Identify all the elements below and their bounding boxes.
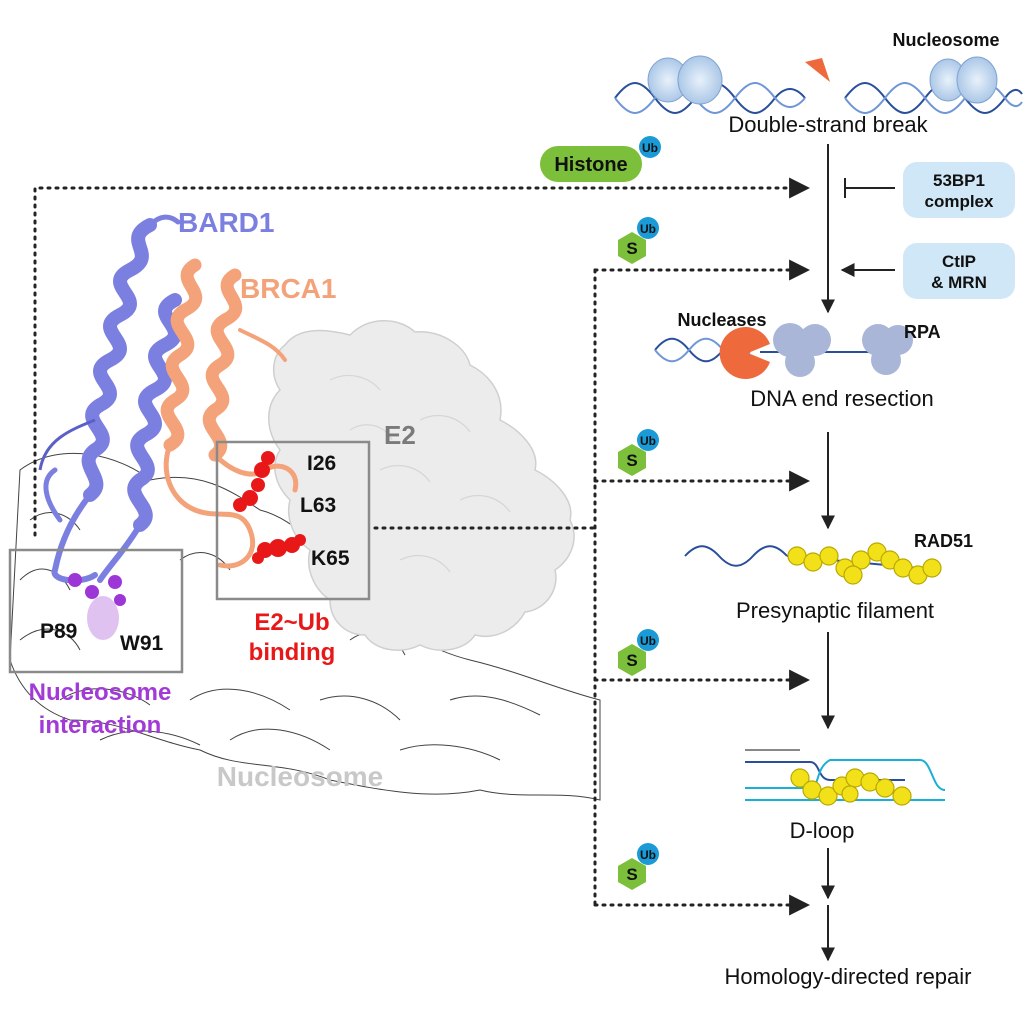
ub-label-2: Ub (640, 434, 656, 448)
nucleosome-pathway-label: Nucleosome (892, 30, 999, 50)
w91-label: W91 (120, 632, 164, 655)
inhibition-bar (845, 178, 895, 198)
ctip-line2: & MRN (931, 273, 987, 292)
structure-panel: BARD1 BRCA1 E2 I26 L63 K65 P89 W91 E2~Ub… (10, 207, 600, 800)
pathway-panel: Nucleosome Double-strand break 53BP1 com… (540, 30, 1022, 989)
s-label-2: S (626, 451, 637, 470)
e2-surface (269, 321, 574, 650)
sub-badge-3: S Ub (618, 629, 659, 676)
p89-label: P89 (40, 620, 77, 643)
break-arrowhead-icon (805, 58, 830, 82)
nucleases-label: Nucleases (677, 310, 766, 330)
d-loop-graphic (745, 750, 945, 805)
s-label-4: S (626, 865, 637, 884)
e2ub-binding-line2: binding (249, 639, 336, 666)
rpa-label: RPA (904, 322, 941, 342)
ub-label-4: Ub (640, 848, 656, 862)
nucleosome-interaction-line1: Nucleosome (29, 679, 172, 706)
bard1-ribbon (46, 217, 178, 580)
histone-ub-badge: Histone Ub (540, 136, 661, 182)
s-label-3: S (626, 651, 637, 670)
histone-label: Histone (554, 154, 627, 176)
step-homology-directed-repair: Homology-directed repair (725, 964, 972, 989)
53bp1-line1: 53BP1 (933, 171, 985, 190)
e2-label: E2 (384, 420, 416, 450)
rad51-label: RAD51 (914, 531, 973, 551)
s-label-1: S (626, 239, 637, 258)
bard1-label: BARD1 (178, 207, 274, 238)
l63-label: L63 (300, 494, 336, 517)
brca1-label: BRCA1 (240, 273, 336, 304)
ctip-line1: CtIP (942, 252, 976, 271)
ub-label-3: Ub (640, 634, 656, 648)
dna-with-nucleosomes (615, 56, 1022, 113)
k65-label: K65 (311, 547, 350, 570)
step-double-strand-break: Double-strand break (728, 112, 928, 137)
presynaptic-filament-graphic (685, 543, 941, 584)
nucleosome-interaction-line2: interaction (39, 712, 162, 739)
sub-badge-1: S Ub (618, 217, 659, 264)
ub-label-1: Ub (640, 222, 656, 236)
i26-label: I26 (307, 452, 336, 475)
e2ub-binding-line1: E2~Ub (254, 609, 329, 636)
sub-badge-2: S Ub (618, 429, 659, 476)
step-d-loop: D-loop (790, 818, 855, 843)
step-presynaptic-filament: Presynaptic filament (736, 598, 934, 623)
histone-ub-label: Ub (642, 141, 658, 155)
nucleosome-structure-label: Nucleosome (217, 761, 384, 792)
step-dna-end-resection: DNA end resection (750, 386, 933, 411)
sub-badge-4: S Ub (618, 843, 659, 890)
resection-graphic (655, 323, 913, 379)
53bp1-line2: complex (925, 192, 995, 211)
